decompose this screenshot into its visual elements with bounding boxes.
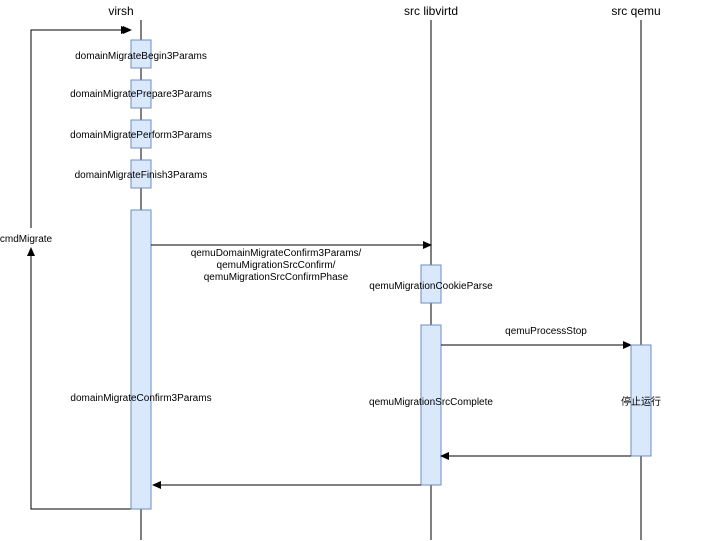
label-begin: domainMigrateBegin3Params bbox=[75, 51, 207, 62]
label-cookie-parse: qemuMigrationCookieParse bbox=[369, 281, 493, 292]
activation-src-complete bbox=[420, 324, 442, 486]
participant-virsh: virsh bbox=[108, 4, 133, 18]
msg-process-stop: qemuProcessStop bbox=[505, 326, 587, 337]
participant-libvirtd: src libvirtd bbox=[404, 4, 458, 18]
loop-line-bottom bbox=[27, 247, 131, 510]
activation-prepare bbox=[130, 79, 152, 109]
label-src-complete: qemuMigrationSrcComplete bbox=[369, 397, 493, 408]
msg-confirm-line3: qemuMigrationSrcConfirmPhase bbox=[204, 272, 349, 283]
activation-stop-running bbox=[630, 344, 652, 457]
activation-finish bbox=[130, 159, 152, 189]
label-finish: domainMigrateFinish3Params bbox=[75, 170, 208, 181]
label-confirm: domainMigrateConfirm3Params bbox=[70, 393, 211, 404]
label-perform: domainMigratePerform3Params bbox=[70, 130, 212, 141]
participant-qemu: src qemu bbox=[611, 4, 660, 18]
msg-confirm-line1: qemuDomainMigrateConfirm3Params/ bbox=[191, 248, 362, 259]
label-prepare: domainMigratePrepare3Params bbox=[70, 89, 212, 100]
cmd-migrate-label: cmdMigrate bbox=[0, 234, 53, 245]
label-stop-running: 停止运行 bbox=[621, 395, 661, 408]
loop-arrowhead-top bbox=[121, 26, 131, 34]
activation-confirm bbox=[130, 209, 152, 510]
msg-confirm-line2: qemuMigrationSrcConfirm/ bbox=[217, 260, 336, 271]
activation-cookie-parse bbox=[420, 264, 442, 304]
activation-perform bbox=[130, 119, 152, 149]
activation-begin bbox=[130, 39, 152, 69]
loop-line-top bbox=[30, 29, 131, 228]
